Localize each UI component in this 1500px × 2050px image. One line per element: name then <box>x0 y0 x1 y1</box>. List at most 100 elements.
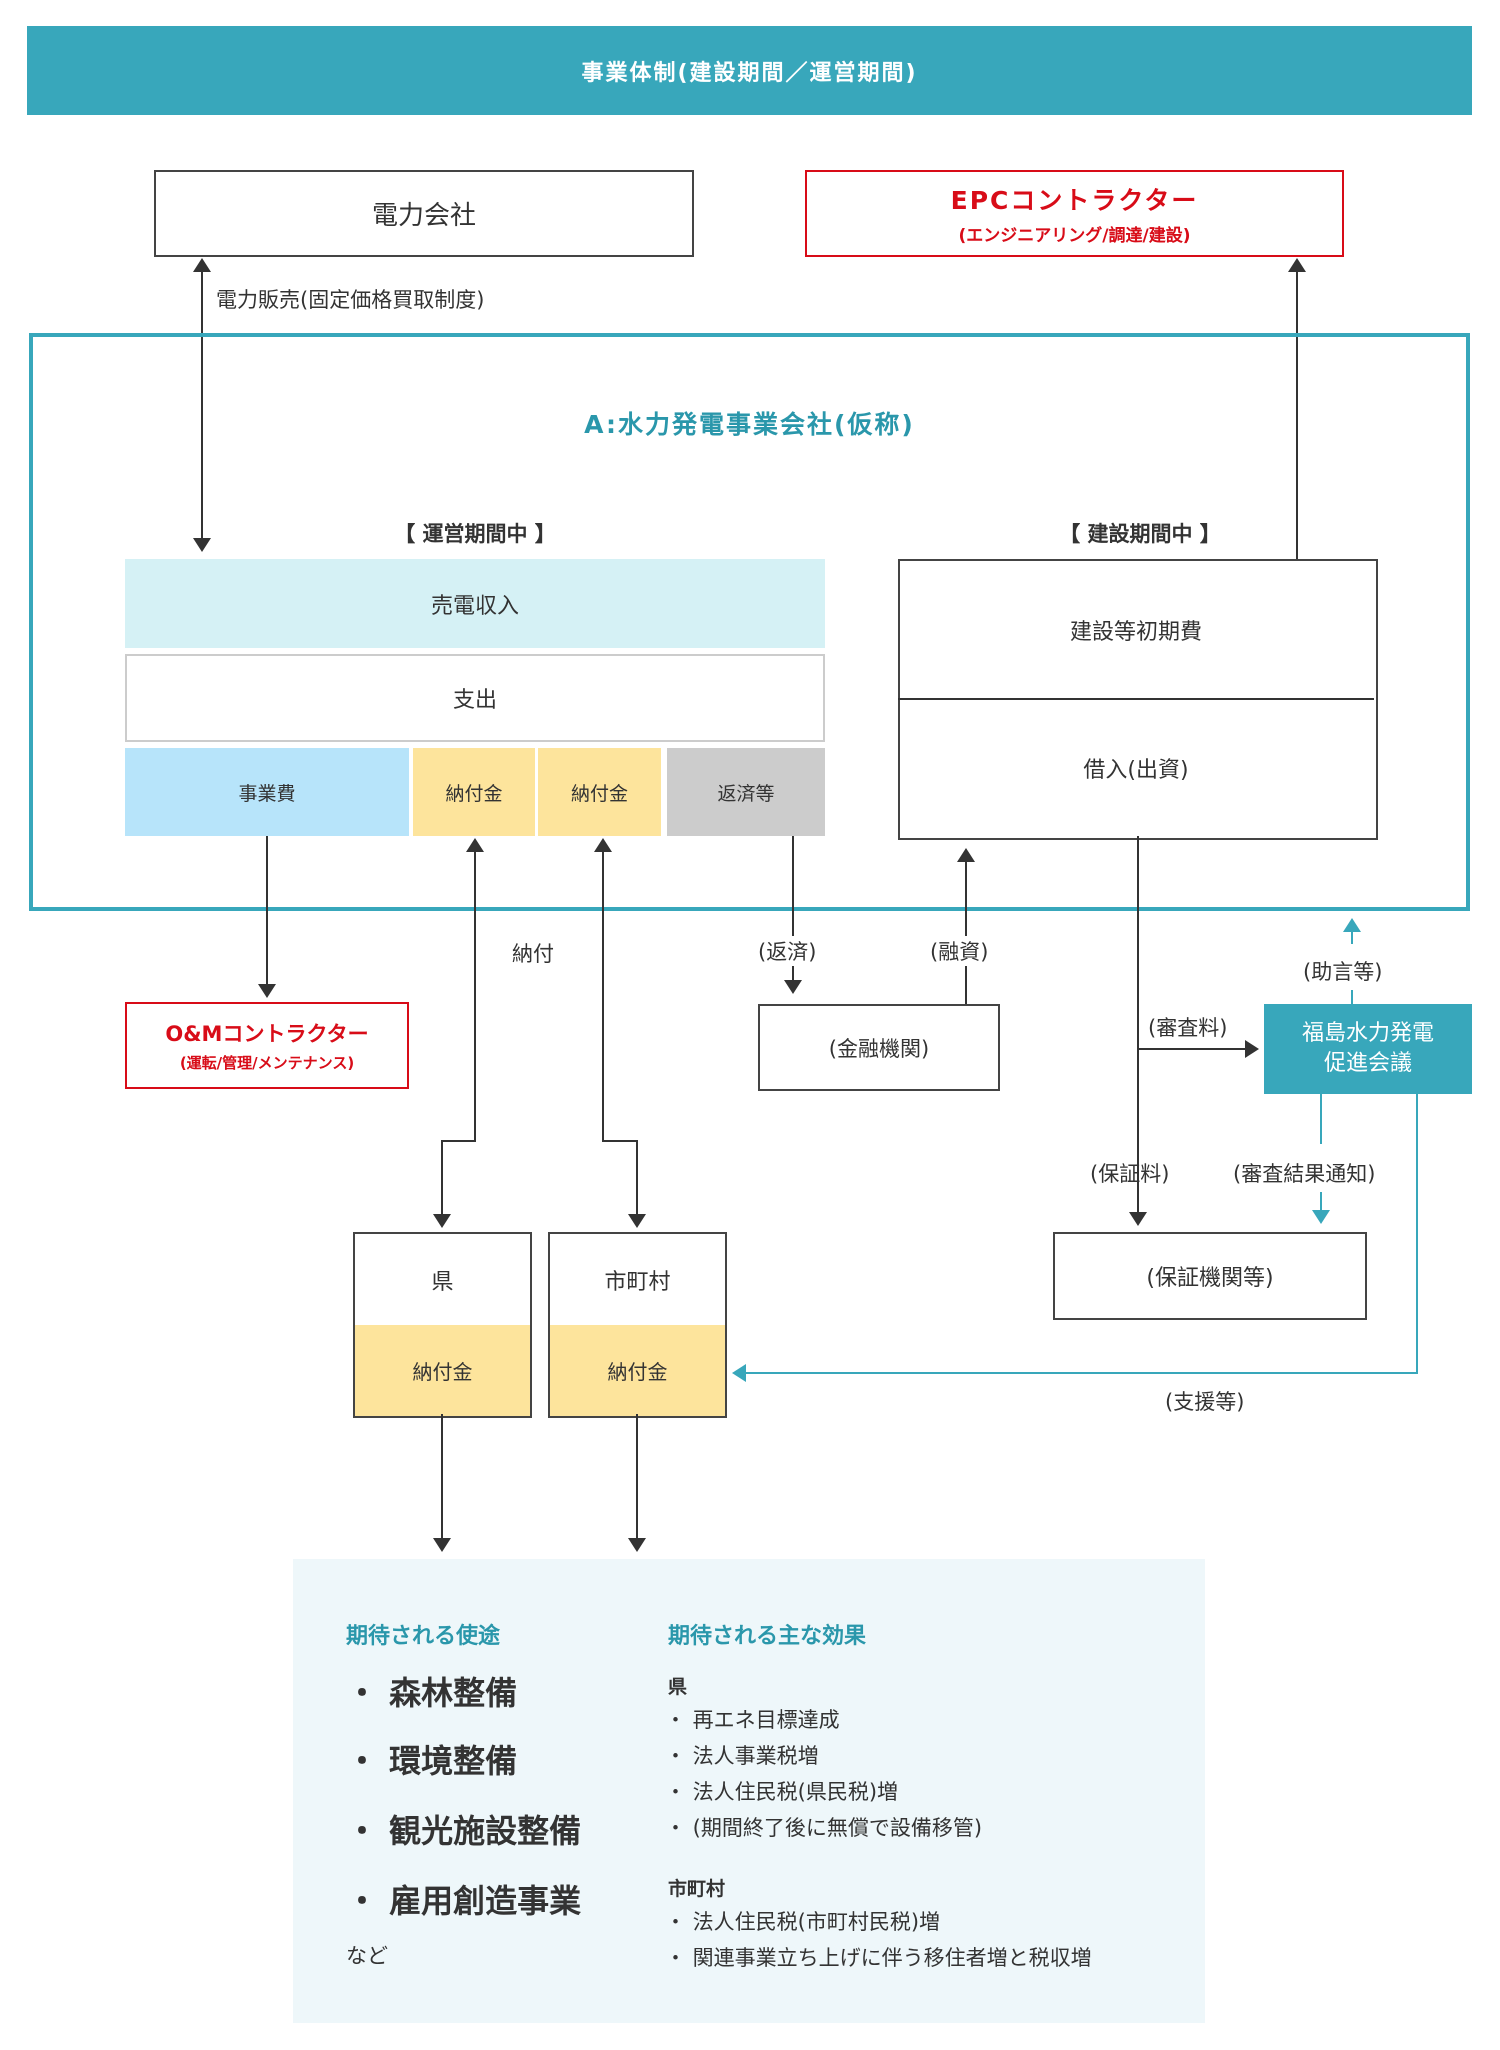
epc-line <box>1296 270 1298 560</box>
arrow-down-icon <box>193 538 211 552</box>
review-result-line-bottom <box>1320 1192 1322 1212</box>
om-contractor-box: O&Mコントラクター (運転/管理/メンテナンス) <box>125 1002 409 1089</box>
arrow-down-icon <box>784 980 802 994</box>
power-company-box: 電力会社 <box>154 170 694 257</box>
arrow-right-icon <box>1245 1040 1259 1058</box>
repayment-label: 返済等 <box>717 782 775 805</box>
payment-label: 納付金 <box>445 782 503 805</box>
effect-item: ・ 関連事業立ち上げに伴う移住者増と税収増 <box>665 1946 1092 1970</box>
revenue-box: 売電収入 <box>125 559 825 648</box>
advice-line-bottom <box>1351 990 1353 1004</box>
arrow-down-icon <box>1129 1212 1147 1226</box>
effect-item: ・ 再エネ目標達成 <box>665 1708 840 1732</box>
prefecture-fund: 納付金 <box>355 1325 530 1416</box>
power-sales-line <box>201 270 203 542</box>
payment-line-municipality <box>602 850 604 1142</box>
construction-down-line <box>1137 836 1139 1214</box>
epc-contractor-box: EPCコントラクター (エンジニアリング/調達/建設) <box>805 170 1344 257</box>
financial-institution-label: (金融機関) <box>828 1036 930 1061</box>
support-line-h <box>746 1372 1418 1374</box>
arrow-down-icon <box>1312 1210 1330 1224</box>
payment-label: 納付金 <box>570 782 628 805</box>
prefecture-box: 県 納付金 <box>353 1232 532 1418</box>
arrow-down-icon <box>628 1214 646 1228</box>
revenue-label: 売電収入 <box>430 593 519 619</box>
operation-heading: 【 運営期間中 】 <box>394 522 556 546</box>
municipality-use-line <box>636 1414 638 1538</box>
arrow-up-icon <box>466 838 484 852</box>
epc-subtitle: (エンジニアリング/調達/建設) <box>958 226 1191 246</box>
municipality-box: 市町村 納付金 <box>548 1232 727 1418</box>
council-line1: 福島水力発電 <box>1301 1021 1434 1046</box>
financing-line <box>965 860 967 1004</box>
guarantor-label: (保証機関等) <box>1146 1266 1274 1291</box>
page-title: 事業体制(建設期間／運営期間) <box>27 26 1472 115</box>
financial-institution-box: (金融機関) <box>758 1004 1000 1091</box>
om-line <box>266 836 268 988</box>
epc-title: EPCコントラクター <box>950 186 1199 215</box>
review-result-label: (審査結果通知) <box>1233 1162 1376 1186</box>
prefecture-use-line <box>441 1414 443 1538</box>
repayment-flow-label: (返済) <box>756 936 819 966</box>
effects-panel <box>293 1559 1205 2023</box>
guarantor-box: (保証機関等) <box>1053 1232 1367 1320</box>
arrow-up-icon <box>957 848 975 862</box>
business-cost-label: 事業費 <box>238 782 296 805</box>
guarantee-fee-label: (保証料) <box>1090 1162 1170 1186</box>
uses-etc: など <box>346 1944 388 1968</box>
effects-municipality-label: 市町村 <box>668 1878 726 1900</box>
use-item: ・ 森林整備 <box>346 1674 518 1712</box>
repayment-line <box>792 836 794 982</box>
arrow-up-icon <box>193 258 211 272</box>
effects-prefecture-label: 県 <box>668 1676 688 1698</box>
support-line-v <box>1416 1094 1418 1374</box>
effect-item: ・ 法人住民税(県民税)増 <box>665 1780 899 1804</box>
council-line2: 促進会議 <box>1323 1051 1412 1076</box>
payment-line-prefecture <box>474 850 476 1142</box>
municipality-fund: 納付金 <box>550 1325 725 1416</box>
payment-box-municipality: 納付金 <box>538 748 661 836</box>
payment-line-prefecture-v <box>441 1140 443 1218</box>
power-sales-label: 電力販売(固定価格買取制度) <box>216 288 485 312</box>
review-fee-line <box>1137 1048 1247 1050</box>
uses-heading: 期待される使途 <box>346 1624 501 1649</box>
expense-label: 支出 <box>452 688 497 713</box>
advice-line-top <box>1351 924 1353 944</box>
initial-cost-label: 建設等初期費 <box>1069 620 1202 645</box>
om-title: O&Mコントラクター <box>165 1022 369 1046</box>
company-title: A:水力発電事業会社(仮称) <box>584 410 915 439</box>
company-frame <box>29 333 1470 911</box>
om-subtitle: (運転/管理/メンテナンス) <box>179 1054 355 1072</box>
payment-box-prefecture: 納付金 <box>413 748 535 836</box>
effect-item: ・ 法人住民税(市町村民税)増 <box>665 1910 941 1934</box>
effect-item: ・ (期間終了後に無償で設備移管) <box>665 1816 983 1840</box>
arrow-down-icon <box>433 1538 451 1552</box>
arrow-up-icon <box>1343 918 1361 932</box>
financing-flow-label: (融資) <box>928 936 991 966</box>
repayment-box: 返済等 <box>667 748 825 836</box>
use-item: ・ 観光施設整備 <box>346 1812 582 1850</box>
expense-box: 支出 <box>125 654 825 742</box>
arrow-down-icon <box>628 1538 646 1552</box>
effects-heading: 期待される主な効果 <box>668 1624 867 1649</box>
arrow-up-icon <box>594 838 612 852</box>
prefecture-name: 県 <box>431 1269 454 1295</box>
council-box: 福島水力発電 促進会議 <box>1264 1004 1472 1094</box>
arrow-down-icon <box>258 984 276 998</box>
construction-heading: 【 建設期間中 】 <box>1059 522 1221 546</box>
arrow-down-icon <box>433 1214 451 1228</box>
use-item: ・ 環境整備 <box>346 1742 518 1780</box>
payment-line-municipality-h <box>602 1140 638 1142</box>
review-result-line-top <box>1320 1094 1322 1144</box>
review-fee-label: (審査料) <box>1148 1016 1228 1040</box>
arrow-up-icon <box>1288 258 1306 272</box>
arrow-left-icon <box>732 1364 746 1382</box>
payment-line-prefecture-h <box>441 1140 476 1142</box>
municipality-name: 市町村 <box>604 1269 671 1295</box>
use-item: ・ 雇用創造事業 <box>346 1882 582 1920</box>
payment-flow-label: 納付 <box>512 942 554 966</box>
borrowing-label: 借入(出資) <box>1083 758 1189 783</box>
business-cost-box: 事業費 <box>125 748 409 836</box>
support-label: (支援等) <box>1165 1390 1245 1414</box>
advice-label: (助言等) <box>1303 960 1383 984</box>
